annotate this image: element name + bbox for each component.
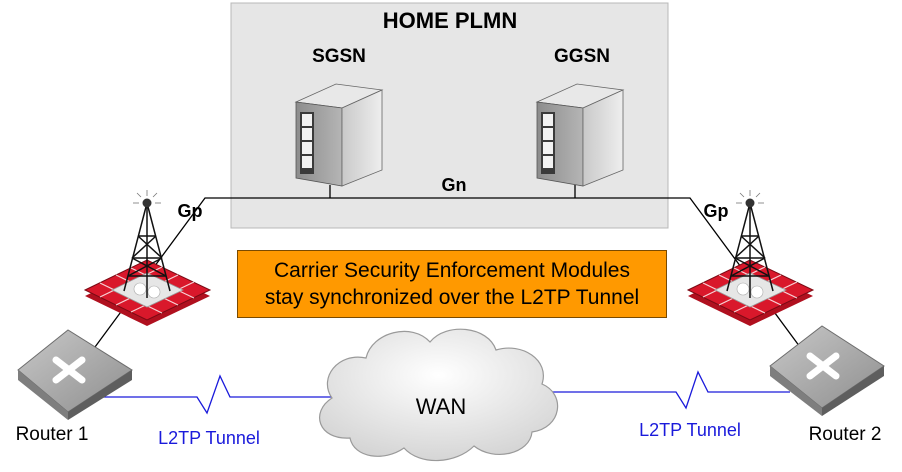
router-2-icon [769,325,885,416]
l2tp-tunnel-right-line [550,370,790,410]
sgsn-label: SGSN [312,46,366,67]
gp-label-right: Gp [704,201,729,221]
ggsn-server-icon [535,83,625,187]
sgsn-server-icon [294,83,384,187]
router-2-label: Router 2 [809,424,882,445]
gn-label: Gn [442,175,467,195]
l2tp-tunnel-left-line [100,374,332,415]
l2tp-tunnel-right-label: L2TP Tunnel [639,420,741,440]
security-note-box: Carrier Security Enforcement Modules sta… [237,250,667,318]
wan-cloud-icon [319,328,559,462]
ggsn-label: GGSN [554,46,610,67]
gp-label-left: Gp [178,201,203,221]
router-1-icon [17,329,133,420]
home-plmn-title: HOME PLMN [383,8,517,33]
left-firewall-tower-icon [83,190,212,326]
wan-label: WAN [416,394,467,419]
security-note-line-1: Carrier Security Enforcement Modules [274,259,630,282]
right-firewall-tower-icon [686,190,815,326]
router-1-label: Router 1 [16,424,89,445]
security-note-line-2: stay synchronized over the L2TP Tunnel [264,286,640,309]
l2tp-tunnel-left-label: L2TP Tunnel [158,428,260,448]
